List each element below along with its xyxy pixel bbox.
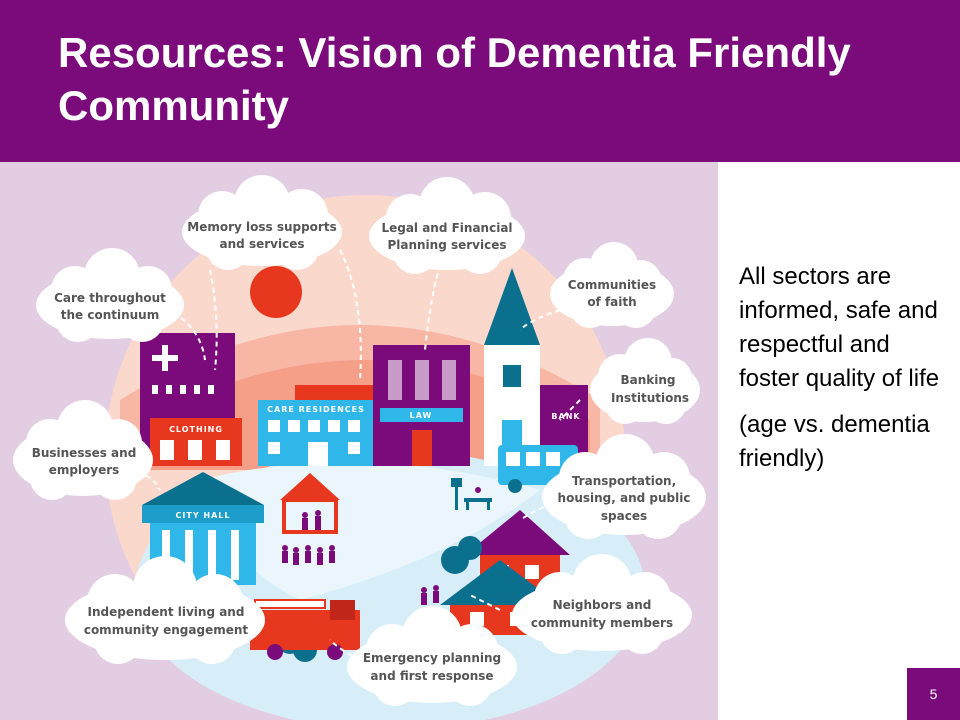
svg-text:community members: community members: [531, 616, 673, 630]
city-hall-sign: CITY HALL: [176, 511, 231, 520]
svg-text:spaces: spaces: [601, 509, 647, 523]
svg-text:Emergency planning: Emergency planning: [363, 651, 501, 665]
svg-text:Businesses and: Businesses and: [32, 446, 137, 460]
svg-text:and services: and services: [220, 237, 305, 251]
cloud-independent-living: Independent living and community engagem…: [65, 556, 265, 664]
fire-truck: [250, 599, 360, 660]
cloud-businesses-employers: Businesses and employers: [13, 400, 153, 500]
cloud-emergency-planning: Emergency planning and first response: [347, 606, 517, 706]
svg-text:Legal and Financial: Legal and Financial: [381, 221, 512, 235]
bank-sign: BANK: [551, 412, 580, 421]
svg-text:Communities: Communities: [568, 278, 656, 292]
slide-title: Resources: Vision of Dementia Friendly C…: [58, 29, 851, 129]
cloud-memory-loss: Memory loss supports and services: [182, 175, 342, 270]
page-number: 5: [929, 686, 938, 702]
svg-text:of faith: of faith: [587, 295, 636, 309]
dementia-friendly-community-illustration: CLOTHING CARE RESIDENCES LAW: [0, 162, 718, 720]
svg-text:Planning services: Planning services: [387, 238, 506, 252]
cloud-banking-institutions: Banking Institutions: [590, 338, 700, 424]
svg-text:housing, and public: housing, and public: [558, 491, 691, 505]
svg-text:Transportation,: Transportation,: [572, 474, 676, 488]
svg-text:and first response: and first response: [370, 669, 493, 683]
cloud-care-continuum: Care throughout the continuum: [36, 248, 184, 342]
cloud-neighbors: Neighbors and community members: [512, 554, 692, 654]
svg-text:Independent living and: Independent living and: [88, 605, 245, 619]
svg-text:Institutions: Institutions: [611, 391, 689, 405]
svg-text:Banking: Banking: [620, 373, 675, 387]
bench-and-bus-stop: [451, 478, 492, 510]
medical-cross-icon: [152, 345, 178, 371]
cloud-legal-financial: Legal and Financial Planning services: [369, 177, 525, 274]
title-bar: Resources: Vision of Dementia Friendly C…: [0, 0, 960, 162]
law-sign: LAW: [410, 411, 433, 420]
slide-body: All sectors are informed, safe and respe…: [739, 260, 949, 476]
svg-text:community engagement: community engagement: [84, 623, 249, 637]
cloud-transportation-housing: Transportation, housing, and public spac…: [542, 434, 706, 539]
body-paragraph-1: All sectors are informed, safe and respe…: [739, 263, 940, 392]
care-residences-building: CARE RESIDENCES: [258, 385, 373, 466]
cloud-communities-of-faith: Communities of faith: [550, 242, 674, 328]
city-hall-building: CITY HALL: [142, 472, 264, 585]
svg-text:Care throughout: Care throughout: [54, 291, 166, 305]
clothing-store: CLOTHING: [150, 418, 242, 466]
gazebo: [280, 473, 340, 534]
svg-text:employers: employers: [49, 463, 120, 477]
page-number-badge: 5: [907, 668, 960, 720]
svg-text:Neighbors and: Neighbors and: [553, 598, 652, 612]
sun-icon: [250, 266, 302, 318]
body-paragraph-2: (age vs. dementia friendly): [739, 411, 930, 472]
svg-text:Memory loss supports: Memory loss supports: [187, 220, 336, 234]
law-office-building: LAW: [373, 345, 470, 466]
svg-text:the continuum: the continuum: [61, 308, 159, 322]
care-residences-sign: CARE RESIDENCES: [267, 405, 365, 414]
clothing-sign: CLOTHING: [169, 425, 223, 434]
